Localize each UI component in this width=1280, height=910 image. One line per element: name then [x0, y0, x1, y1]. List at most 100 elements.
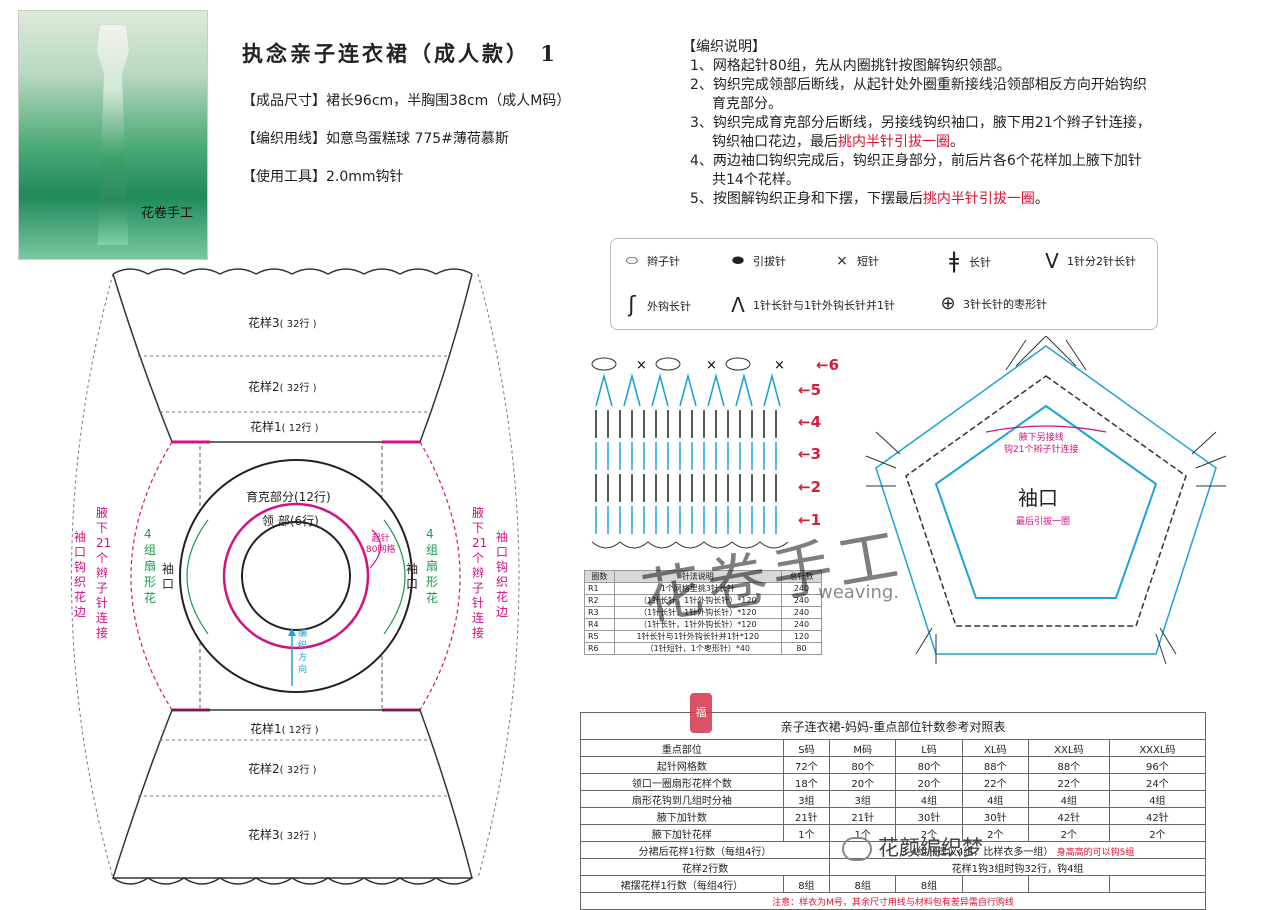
pattern2-bottom-rows: ( 32行 ) — [279, 765, 317, 776]
tool-info: 【使用工具】2.0mm钩针 — [242, 169, 404, 185]
row-label-4: ←4 — [798, 413, 822, 431]
table-cell: 88个 — [1027, 756, 1110, 774]
legend-chain: ⬭辫子针 — [623, 253, 680, 269]
puff-symbol — [655, 357, 681, 371]
table-cell: 8组 — [829, 875, 897, 893]
size-reference-table: 亲子连衣裙-妈妈-重点部位针数参考对照表 重点部位 S码 M码 L码 XL码 X… — [579, 712, 1207, 910]
table-cell: 3组 — [829, 790, 897, 808]
legend-slip: ⬬ 引拔针 — [729, 253, 786, 269]
direction-arrow-head — [288, 628, 296, 636]
instruction-5-highlight: 挑内半针引拔一圈 — [922, 191, 1035, 207]
table-cell: 3组 — [782, 790, 831, 808]
sc-symbol: × — [706, 358, 717, 373]
instruction-3b-highlight: 挑内半针引拔一圈 — [838, 134, 950, 150]
table-cell: 80个 — [895, 756, 963, 774]
right-outer-curve — [477, 273, 520, 879]
left-fan-label: 4组扇形花 — [144, 527, 157, 605]
legend-fpdc-label: 外钩长针 — [647, 299, 691, 313]
table-row: 花样2行数花样1钩3组时钩32行，钩4组 — [579, 858, 1206, 876]
row-label-4-number: 4 — [810, 413, 822, 431]
table-cell: 4组 — [961, 790, 1029, 808]
left-armpit-label: 腋下21个辫子针连接 — [96, 506, 112, 640]
right-sleeve-arc — [419, 441, 461, 711]
sleeve-sub: 最后引拔一圈 — [1016, 517, 1071, 527]
size-header-xxxl: XXXL码 — [1108, 739, 1207, 757]
size-header-xxl: XXL码 — [1027, 739, 1110, 757]
legend-slip-label: 引拔针 — [753, 255, 786, 268]
instruction-3b-text: 钩织袖口花边，最后 — [712, 134, 838, 150]
row-label-3: ←3 — [798, 445, 822, 463]
instruction-5-end: 。 — [1034, 191, 1049, 207]
armpit-chain — [985, 425, 1107, 433]
table-cell: 8组 — [782, 875, 831, 893]
row-label-5: ←5 — [798, 381, 822, 399]
table-cell: 4组 — [895, 790, 963, 808]
size-header-l: L码 — [895, 739, 963, 757]
table-cell: 分裙后花样1行数（每组4行） — [579, 841, 831, 859]
sleeve-outer-pentagon — [875, 345, 1217, 655]
single-crochet-icon: × — [836, 253, 848, 269]
table-cell: R2 — [584, 594, 615, 607]
row-label-6: ←6 — [816, 356, 840, 374]
pattern3-bottom-name: 花样3 — [248, 828, 280, 842]
table-cell: 4组 — [1108, 790, 1207, 808]
size-header-m: M码 — [829, 739, 897, 757]
table-cell: 扇形花钩到几组时分袖 — [580, 790, 784, 808]
table-cell: 72个 — [782, 756, 831, 774]
table-cell: 240 — [780, 618, 823, 631]
wechat-icon — [842, 837, 872, 861]
sc-symbol: × — [774, 358, 785, 373]
legend-puff: ⊕3针长针的枣形针 — [939, 293, 1047, 314]
fan-left — [865, 431, 901, 487]
header-method: 针法说明 — [613, 570, 782, 583]
pattern1-rows-note: 身高高的可以钩5组 — [1056, 847, 1135, 858]
dc-symbols — [595, 410, 777, 438]
row-label-6-number: 6 — [828, 356, 840, 374]
chart-row-1 — [595, 506, 777, 534]
pattern2-top-label: 花样2( 32行 ) — [248, 378, 317, 395]
puff-symbol — [591, 357, 617, 371]
slip-stitch-icon: ⬬ — [732, 253, 744, 269]
table-cell: 8组 — [895, 875, 963, 893]
pattern1-top-rows: ( 12行 ) — [281, 423, 319, 434]
table-cell: 2个 — [961, 824, 1029, 842]
instruction-3b: 钩织袖口花边，最后挑内半针引拔一圈。 — [682, 133, 1242, 152]
row-label-3-number: 3 — [810, 445, 822, 463]
pattern2-bottom-name: 花样2 — [248, 762, 280, 776]
instruction-5-text: 5、按图解钩织正身和下摆，下摆最后 — [690, 191, 923, 207]
fan-right — [1191, 431, 1227, 487]
row-label-1-number: 1 — [810, 511, 822, 529]
row-label-2: ←2 — [798, 478, 822, 496]
dc-symbols — [595, 442, 777, 470]
wechat-watermark: 花颜编织梦 — [842, 832, 983, 862]
table-cell: 21针 — [782, 807, 831, 825]
row-label-1: ←1 — [798, 511, 822, 529]
table-cell: R5 — [584, 630, 615, 643]
left-outer-curve — [71, 273, 114, 879]
instructions: 【编织说明】 1、网格起针80组，先从内圈挑针按图解钩织领部。 2、钩织完成领部… — [682, 38, 1242, 209]
stitch-chart: × × × — [591, 357, 789, 549]
seal-stamp: 福 — [690, 693, 712, 733]
chart-row-4 — [595, 410, 777, 438]
bottom-scallop-edge — [112, 877, 473, 885]
table-cell: 18个 — [782, 773, 831, 791]
instruction-3b-end: 。 — [950, 134, 964, 150]
table-cell: 花样2行数 — [579, 858, 831, 876]
table-cell: 2个 — [1108, 824, 1207, 842]
legend-puff-label: 3针长针的枣形针 — [963, 297, 1047, 311]
dress-image — [97, 25, 129, 245]
legend-dc-label: 长针 — [969, 255, 991, 269]
size-info: 【成品尺寸】裙长96cm，半胸围38cm（成人M码） — [242, 93, 571, 109]
watermark-name: 花颜编织梦 — [878, 836, 983, 860]
table-cell: 领口一圈扇形花样个数 — [580, 773, 784, 791]
table-cell — [961, 875, 1029, 893]
sleeve-note-2: 钩21个辫子针连接 — [1004, 445, 1079, 455]
direction-label: 编织方向 — [298, 629, 308, 675]
